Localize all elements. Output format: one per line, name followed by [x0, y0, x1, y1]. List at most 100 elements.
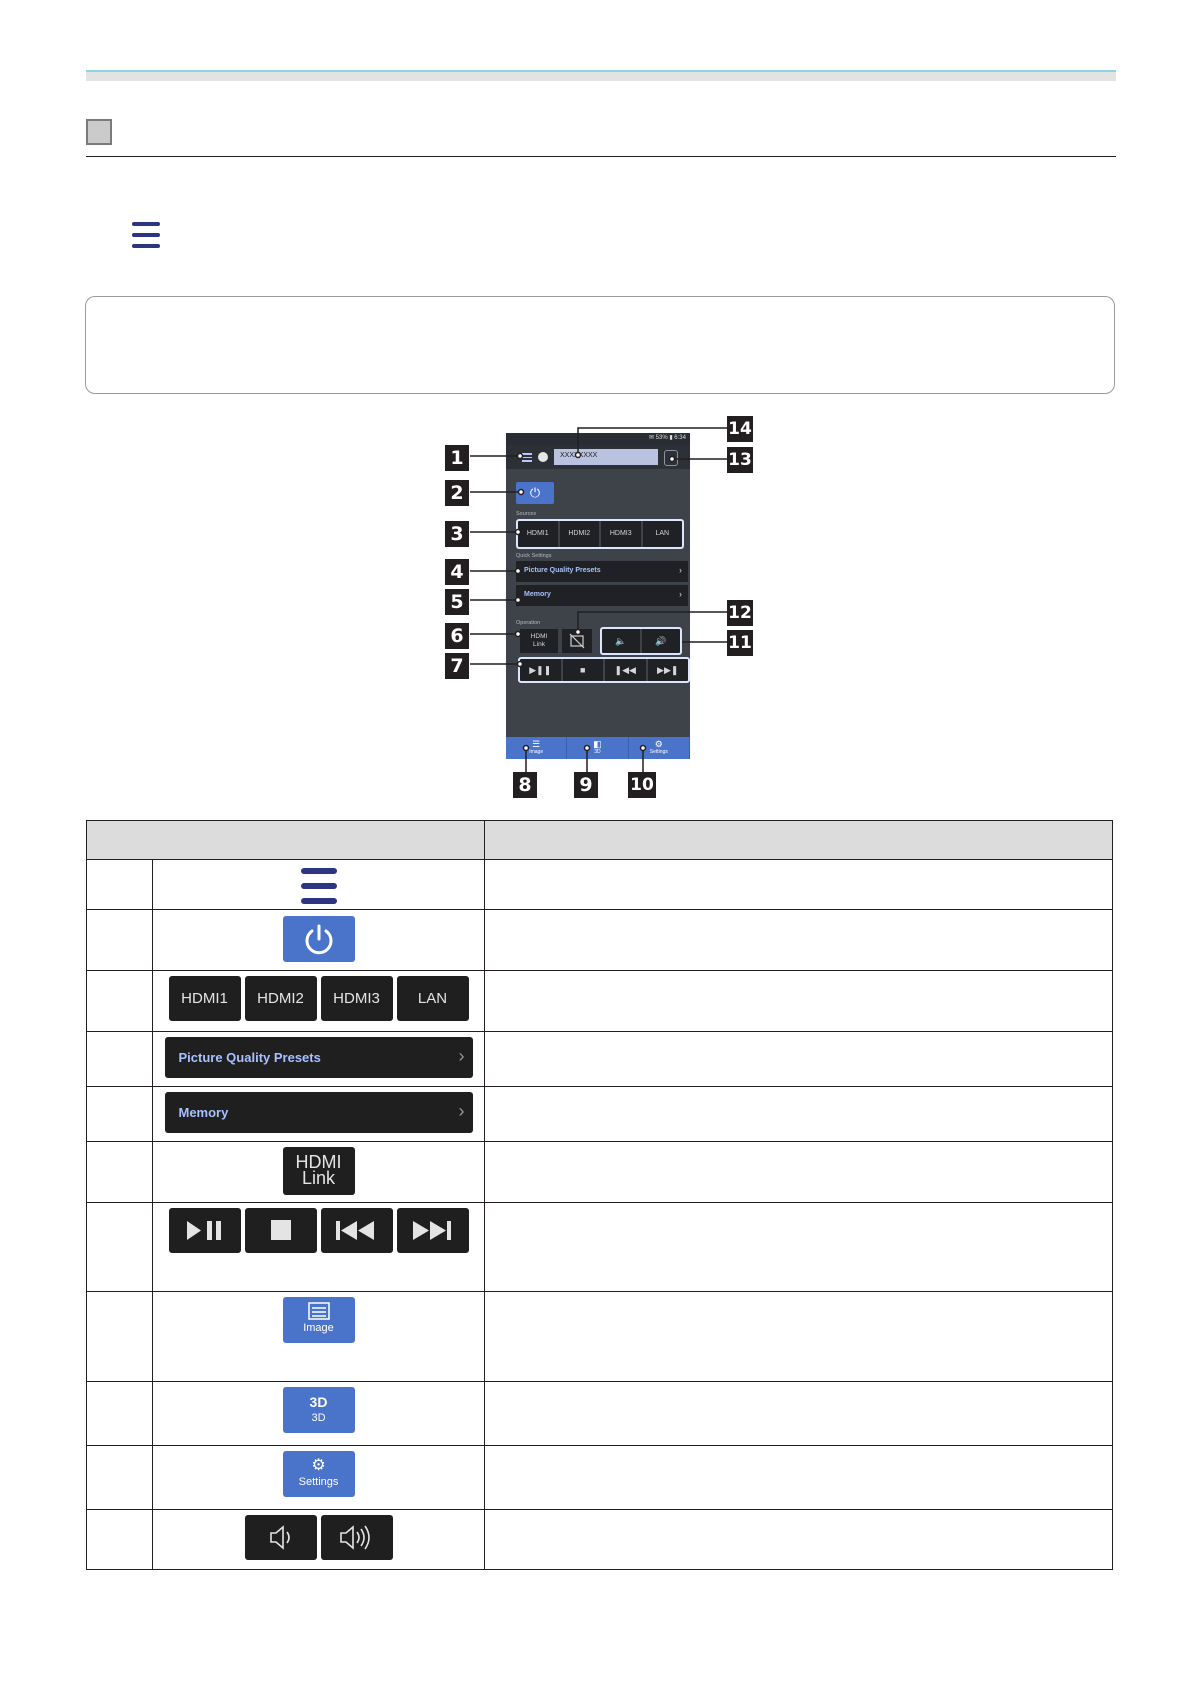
play-pause-button: [168, 1208, 241, 1253]
row-description-cell: [484, 1381, 1113, 1446]
row-icon-cell: [152, 859, 485, 910]
table-row: Memory ›: [86, 1086, 1113, 1142]
playback-buttons: ▶❚❚ ■ ❚◀◀ ▶▶❚: [520, 659, 688, 681]
table-row: [86, 859, 1113, 910]
picture-quality-presets-row[interactable]: Picture Quality Presets ›: [516, 561, 688, 582]
row-description-cell: [484, 1086, 1113, 1142]
callout-badge-13: 13: [727, 447, 753, 473]
callout-badge-9: 9: [574, 772, 598, 798]
menu-icon[interactable]: [522, 453, 532, 462]
image-adjust-icon: [283, 1302, 355, 1322]
table-header-function: [484, 820, 1113, 860]
previous-button[interactable]: ❚◀◀: [605, 659, 646, 681]
settings-tab-button: ⚙ Settings: [282, 1451, 355, 1497]
hdmi-link-button[interactable]: HDMI Link: [520, 629, 558, 653]
settings-tab-icon: ⚙: [654, 739, 663, 749]
row-icon-cell: [152, 1509, 485, 1570]
row-icon-cell: [152, 1202, 485, 1292]
hdmi-link-button: HDMI Link: [282, 1147, 355, 1195]
3d-icon: 3D: [309, 1394, 328, 1410]
callout-badge-6: 6: [445, 623, 469, 649]
table-row: 3D 3D: [86, 1381, 1113, 1446]
source-hdmi3-button[interactable]: HDMI3: [601, 521, 641, 547]
callout-badge-7: 7: [445, 653, 469, 679]
status-bar: ✉ 53% ▮ 6:34: [506, 433, 690, 445]
stop-button[interactable]: ■: [562, 659, 603, 681]
play-pause-button[interactable]: ▶❚❚: [520, 659, 561, 681]
row-number-cell: [86, 1202, 153, 1292]
memory-button: Memory ›: [164, 1092, 473, 1133]
row-description-cell: [484, 1031, 1113, 1087]
app-screen-figure: ✉ 53% ▮ 6:34 XXXXXXXX ⏻ Sources HDMI1 HD…: [506, 433, 690, 759]
volume-up-button[interactable]: 🔊: [642, 629, 680, 653]
3d-tab-icon: ◧: [593, 739, 602, 749]
quick-settings-caption: Quick Settings: [516, 553, 552, 559]
source-lan-button: LAN: [396, 976, 469, 1021]
power-button: [282, 916, 355, 962]
row-number-cell: [86, 1291, 153, 1382]
row-number-cell: [86, 909, 153, 971]
tab-settings-label: Settings: [649, 749, 668, 755]
play-pause-icon: [186, 1221, 221, 1240]
row-number-cell: [86, 859, 153, 910]
table-row: ⚙ Settings: [86, 1445, 1113, 1510]
callout-badge-8: 8: [513, 772, 537, 798]
callout-badge-1: 1: [445, 445, 469, 471]
gear-icon: ⚙: [311, 1457, 326, 1474]
tab-3d[interactable]: ◧3D: [567, 737, 629, 759]
source-lan-button[interactable]: LAN: [642, 521, 682, 547]
callout-lines: [470, 427, 730, 778]
next-button[interactable]: ▶▶❚: [647, 659, 688, 681]
stop-button: [244, 1208, 317, 1253]
row-number-cell: [86, 1086, 153, 1142]
row-icon-cell: [152, 909, 485, 971]
source-hdmi3-button: HDMI3: [320, 976, 393, 1021]
row-icon-cell: ⚙ Settings: [152, 1445, 485, 1510]
row-description-cell: [484, 909, 1113, 971]
row-icon-cell: Picture Quality Presets ›: [152, 1031, 485, 1087]
picture-quality-presets-label: Picture Quality Presets: [178, 1050, 321, 1065]
row-description-cell: [484, 1509, 1113, 1570]
memory-label: Memory: [178, 1105, 229, 1120]
volume-down-button[interactable]: 🔈: [602, 629, 640, 653]
callout-badge-12: 12: [727, 600, 753, 626]
power-button[interactable]: ⏻: [516, 482, 554, 504]
image-tab-button: Image: [282, 1297, 355, 1343]
memory-row[interactable]: Memory ›: [516, 585, 688, 606]
hdmi-link-line1: HDMI: [530, 633, 548, 640]
row-number-cell: [86, 1031, 153, 1087]
section-marker: [86, 119, 112, 145]
row-number-cell: [86, 970, 153, 1032]
row-number-cell: [86, 1381, 153, 1446]
hamburger-menu-icon: [300, 868, 337, 904]
row-icon-cell: Memory ›: [152, 1086, 485, 1142]
chevron-right-icon: ›: [679, 589, 682, 599]
picture-quality-presets-label: Picture Quality Presets: [524, 567, 601, 574]
callout-badge-10: 10: [628, 772, 656, 798]
row-icon-cell: 3D 3D: [152, 1381, 485, 1446]
table-row: [86, 1202, 1113, 1292]
tab-image[interactable]: ☰Image: [506, 737, 568, 759]
source-hdmi1-button[interactable]: HDMI1: [518, 521, 558, 547]
table-row: [86, 909, 1113, 971]
table-row: [86, 1509, 1113, 1570]
section-rule: [86, 156, 1116, 157]
header-rule: [86, 70, 1116, 81]
tab-image-label: Image: [529, 749, 544, 755]
chevron-right-icon: ›: [458, 1046, 465, 1066]
row-description-cell: [484, 859, 1113, 910]
row-description-cell: [484, 1141, 1113, 1203]
source-hdmi2-button[interactable]: HDMI2: [559, 521, 599, 547]
hamburger-menu-icon: [132, 222, 160, 248]
table-header-row: [86, 820, 1113, 860]
next-button: [396, 1208, 469, 1253]
tab-settings[interactable]: ⚙Settings: [629, 737, 690, 759]
image-tab-icon: ☰: [532, 739, 541, 749]
3d-tab-button: 3D 3D: [282, 1387, 355, 1433]
power-icon: [305, 924, 332, 955]
remote-icon[interactable]: [664, 450, 678, 466]
next-icon: [412, 1221, 451, 1240]
settings-tab-label: Settings: [298, 1476, 339, 1488]
